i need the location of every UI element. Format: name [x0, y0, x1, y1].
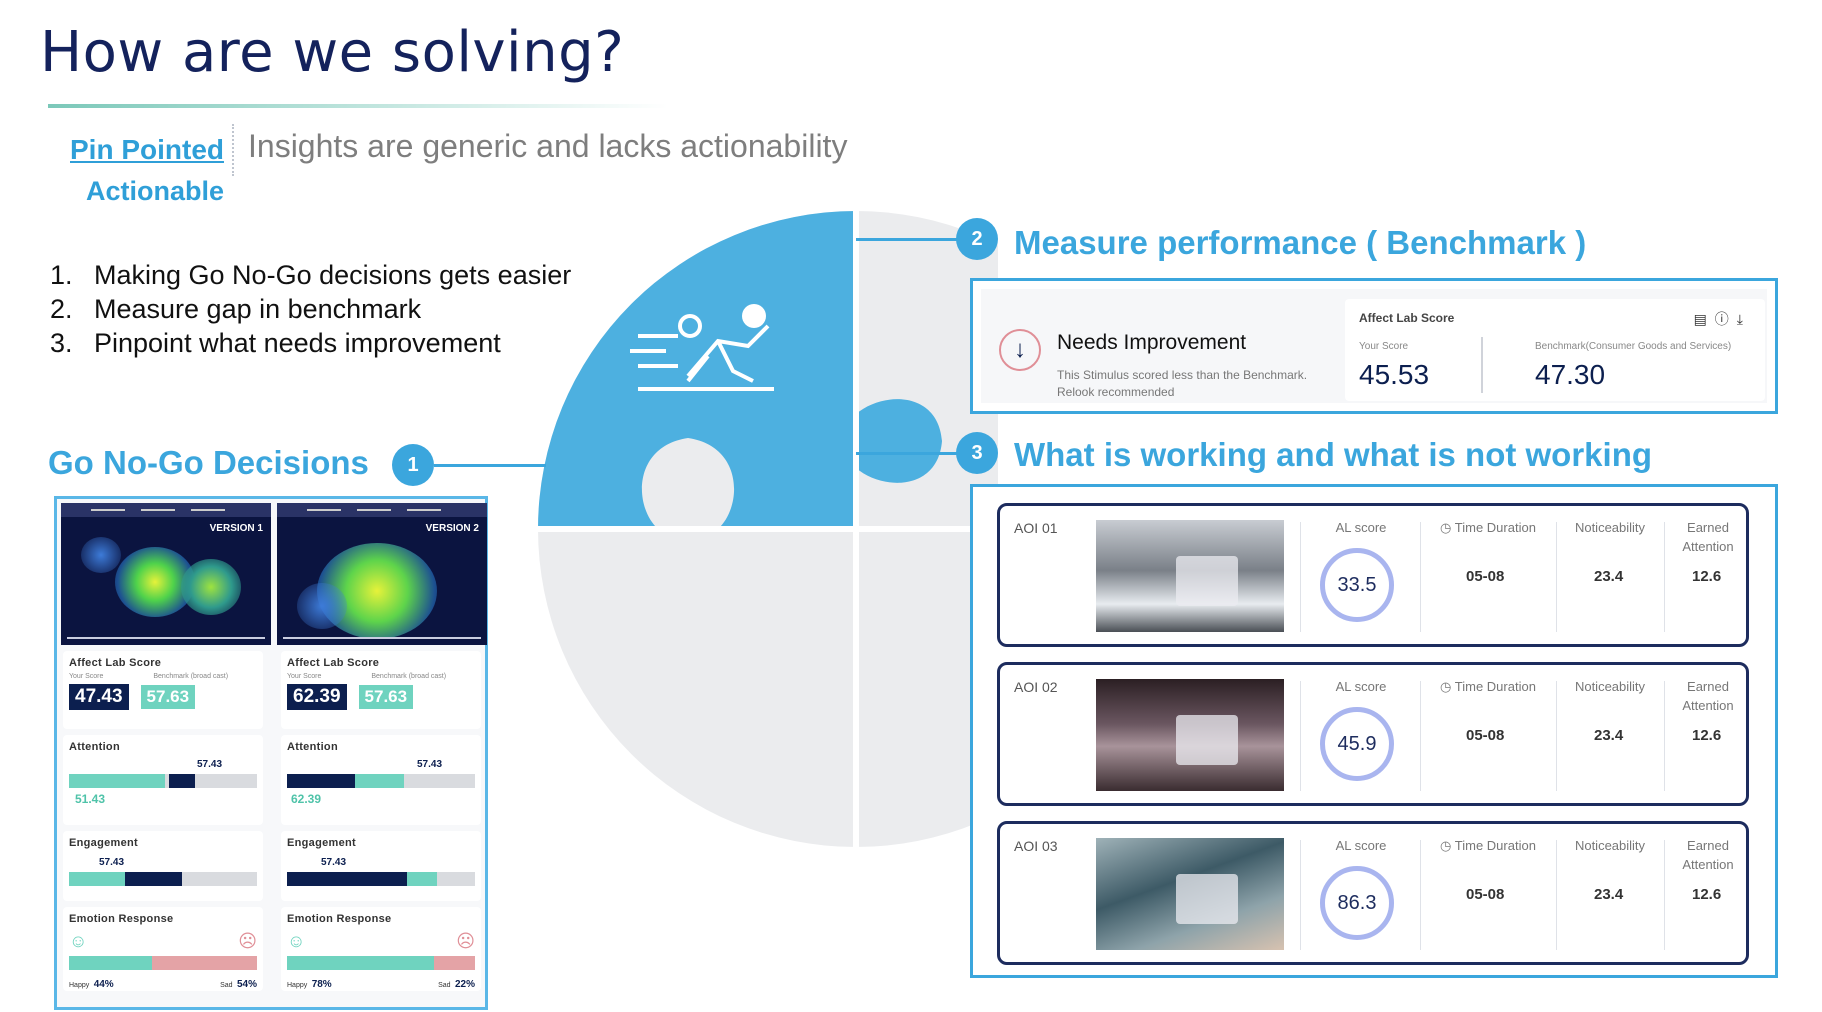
al-score-ring: 33.5: [1320, 548, 1394, 622]
benchmark-score-value: 47.30: [1535, 359, 1606, 390]
download-icon[interactable]: ⤓: [1736, 311, 1751, 327]
sad-face-icon: ☹: [238, 931, 257, 951]
runner-icon: [630, 314, 774, 391]
emotion-bar: [69, 956, 257, 970]
happy-face-icon: ☺: [69, 931, 88, 951]
puzzle-blue-piece: [538, 211, 942, 529]
aoi-panel: AOI 01 AL score 33.5 ◷ Time Duration 05-…: [970, 484, 1778, 978]
heatmap-version-1: VERSION 1: [61, 503, 271, 645]
title-underline: [48, 104, 668, 108]
sad-face-icon: ☹: [456, 931, 475, 951]
step-badge-2: 2: [956, 218, 998, 260]
pinpointed-link[interactable]: Pin Pointed: [70, 134, 224, 165]
list-item: 3.Pinpoint what needs improvement: [50, 328, 501, 358]
actionable-label: Actionable: [86, 176, 225, 206]
section-working-title: What is working and what is not working: [1014, 436, 1653, 473]
engagement-bar: [287, 872, 475, 886]
status-title: Needs Improvement: [1057, 331, 1247, 354]
version-1-score: 47.43: [69, 684, 129, 710]
section-measure-title: Measure performance ( Benchmark ): [1014, 224, 1587, 261]
aoi-row[interactable]: AOI 02 AL score 45.9 ◷ Time Duration 05-…: [997, 662, 1749, 806]
aoi-row[interactable]: AOI 01 AL score 33.5 ◷ Time Duration 05-…: [997, 503, 1749, 647]
version-comparison-panel: VERSION 1 VERSION 2 Affect Lab Score You…: [54, 496, 488, 1010]
happy-face-icon: ☺: [287, 931, 306, 951]
info-icon[interactable]: ⓘ: [1714, 311, 1737, 327]
affect-lab-score-card: Affect Lab Score ▤ⓘ⤓ Your Score Benchmar…: [1345, 299, 1765, 401]
connector-line-1: [434, 464, 546, 467]
insight-statement: Insights are generic and lacks actionabi…: [248, 128, 848, 164]
connector-line-2: [856, 238, 960, 241]
version-2-score: 62.39: [287, 684, 347, 710]
step-badge-3: 3: [956, 432, 998, 474]
emotion-bar: [287, 956, 475, 970]
clock-icon: ◷: [1440, 679, 1452, 694]
puzzle-graphic: [538, 206, 998, 852]
al-score-ring: 45.9: [1320, 707, 1394, 781]
dotted-divider: [232, 124, 234, 176]
connector-line-3: [856, 452, 960, 455]
aoi-thumbnail: [1096, 679, 1284, 791]
aoi-thumbnail: [1096, 520, 1284, 632]
your-score-value: 45.53: [1359, 359, 1430, 390]
aoi-thumbnail: [1096, 838, 1284, 950]
aoi-row[interactable]: AOI 03 AL score 86.3 ◷ Time Duration 05-…: [997, 821, 1749, 965]
down-arrow-icon: ↓: [999, 329, 1041, 371]
al-score-ring: 86.3: [1320, 866, 1394, 940]
heatmap-version-2: VERSION 2: [277, 503, 487, 645]
page-title: How are we solving?: [40, 20, 625, 85]
benchmark-panel: ↓ Needs Improvement This Stimulus scored…: [970, 278, 1778, 414]
clock-icon: ◷: [1440, 838, 1452, 853]
key-points-list: 1.Making Go No-Go decisions gets easier …: [50, 258, 571, 360]
version-2-benchmark: 57.63: [358, 685, 414, 709]
step-badge-1: 1: [392, 444, 434, 486]
document-icon[interactable]: ▤: [1693, 311, 1715, 327]
attention-bar: [69, 774, 257, 788]
version-1-benchmark: 57.63: [140, 685, 196, 709]
list-item: 1.Making Go No-Go decisions gets easier: [50, 260, 572, 290]
attention-bar: [287, 774, 475, 788]
list-item: 2.Measure gap in benchmark: [50, 294, 422, 324]
engagement-bar: [69, 872, 257, 886]
status-description: This Stimulus scored less than the Bench…: [1057, 368, 1308, 399]
clock-icon: ◷: [1440, 520, 1452, 535]
runner-head-icon: [742, 304, 766, 328]
section-go-nogo-title: Go No-Go Decisions: [48, 444, 369, 481]
